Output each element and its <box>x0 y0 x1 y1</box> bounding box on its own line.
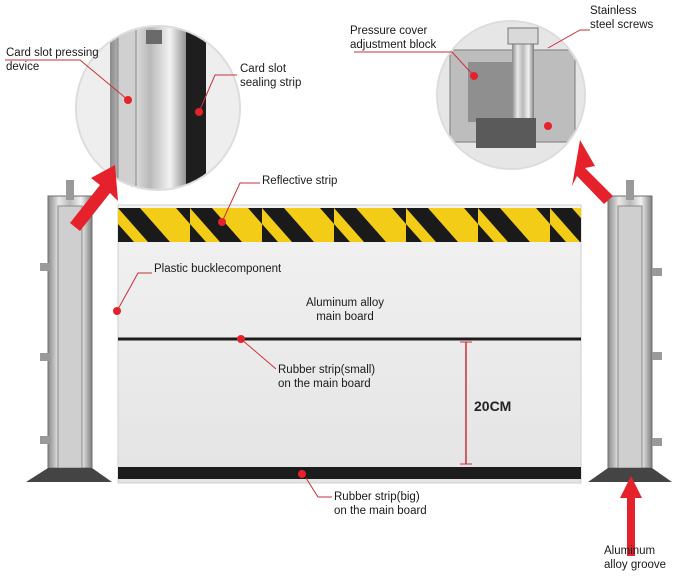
leader-lines <box>5 29 590 498</box>
rubber-strip-big-band <box>118 467 581 479</box>
right-detail-circle <box>436 20 586 170</box>
dimension-label: 20CM <box>474 398 512 414</box>
label-plastic-buckle: Plastic bucklecomponent <box>154 263 282 275</box>
label-stainless-screws: Stainless steel screws <box>590 5 654 31</box>
left-detail-circle <box>75 25 241 191</box>
label-main-board: Aluminum alloy main board <box>306 297 384 323</box>
left-post <box>26 180 112 482</box>
label-rubber-small: Rubber strip(small) on the main board <box>278 364 376 390</box>
reflective-strip-band <box>118 208 581 242</box>
label-reflective-strip: Reflective strip <box>262 175 338 187</box>
label-card-slot-sealing: Card slot sealing strip <box>240 63 302 89</box>
main-board <box>117 204 582 484</box>
label-rubber-big: Rubber strip(big) on the main board <box>334 491 427 517</box>
label-card-slot-pressing: Card slot pressing device <box>6 47 99 73</box>
label-groove: Aluminum alloy groove <box>604 545 667 571</box>
label-pressure-cover: Pressure cover adjustment block <box>350 25 437 51</box>
red-arrows <box>70 140 642 556</box>
right-post <box>588 180 672 482</box>
marker-dots <box>113 72 552 478</box>
